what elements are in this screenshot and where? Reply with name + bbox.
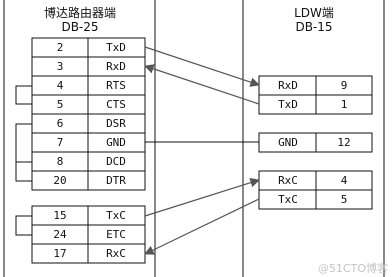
left-panel-subtitle: DB-25	[61, 20, 98, 34]
left-table-clock: 15 TxC 24 ETC 17 RxC	[31, 205, 146, 264]
wire-txc-to-rxc	[144, 178, 260, 217]
left-pin-sig: DSR	[106, 117, 126, 130]
left-pin-num: 15	[53, 209, 66, 222]
right-table-ground: GND 12	[258, 132, 373, 153]
left-pin-sig: TxC	[106, 209, 126, 222]
loopback-txc-etc	[15, 215, 32, 236]
right-pin-num: 5	[341, 193, 348, 206]
left-pin-num: 7	[57, 136, 64, 149]
left-pin-sig: RxD	[106, 60, 126, 73]
left-pin-num: 2	[57, 41, 64, 54]
left-pin-sig: DCD	[106, 155, 126, 168]
right-pin-sig: RxD	[278, 79, 298, 92]
right-pin-num: 12	[337, 136, 350, 149]
left-pin-sig: TxD	[106, 41, 126, 54]
left-pin-num: 24	[53, 228, 67, 241]
left-pin-num: 4	[57, 79, 64, 92]
left-table-main: 2 TxD 3 RxD 4 RTS 5 CTS 6 DSR 7 GND 8 DC…	[31, 37, 146, 191]
left-pin-num: 6	[57, 117, 64, 130]
left-pin-sig: RTS	[106, 79, 126, 92]
right-pin-num: 1	[341, 98, 348, 111]
left-panel-title: 博达路由器端	[44, 5, 116, 20]
right-pin-sig: RxC	[278, 174, 298, 187]
right-pin-num: 4	[341, 174, 348, 187]
left-pin-sig: CTS	[106, 98, 126, 111]
loopback-rts-cts	[15, 85, 32, 105]
right-panel-subtitle: DB-15	[295, 20, 332, 34]
wire-txc-to-rxc-from-ldw	[144, 198, 260, 255]
right-pin-sig: TxD	[278, 98, 298, 111]
left-pin-num: 8	[57, 155, 64, 168]
wire-txd-to-rxd-from-ldw	[144, 64, 260, 105]
watermark-text: @51CTO博客	[318, 261, 388, 275]
left-pin-num: 20	[53, 174, 66, 187]
wire-txd-to-rxd	[144, 46, 260, 87]
left-pin-num: 5	[57, 98, 64, 111]
right-panel-title: LDW端	[294, 6, 334, 20]
left-pin-num: 3	[57, 60, 64, 73]
right-table-data: RxD 9 TxD 1	[258, 75, 373, 115]
right-pin-num: 9	[341, 79, 348, 92]
right-pin-sig: TxC	[278, 193, 298, 206]
left-pin-sig: DTR	[106, 174, 126, 187]
right-pin-sig: GND	[278, 136, 298, 149]
loopback-dsr-dcd-dtr	[15, 123, 32, 182]
left-pin-num: 17	[53, 247, 66, 260]
right-table-clock: RxC 4 TxC 5	[258, 170, 373, 210]
left-pin-sig: RxC	[106, 247, 126, 260]
left-pin-sig: ETC	[106, 228, 126, 241]
left-pin-sig: GND	[106, 136, 126, 149]
